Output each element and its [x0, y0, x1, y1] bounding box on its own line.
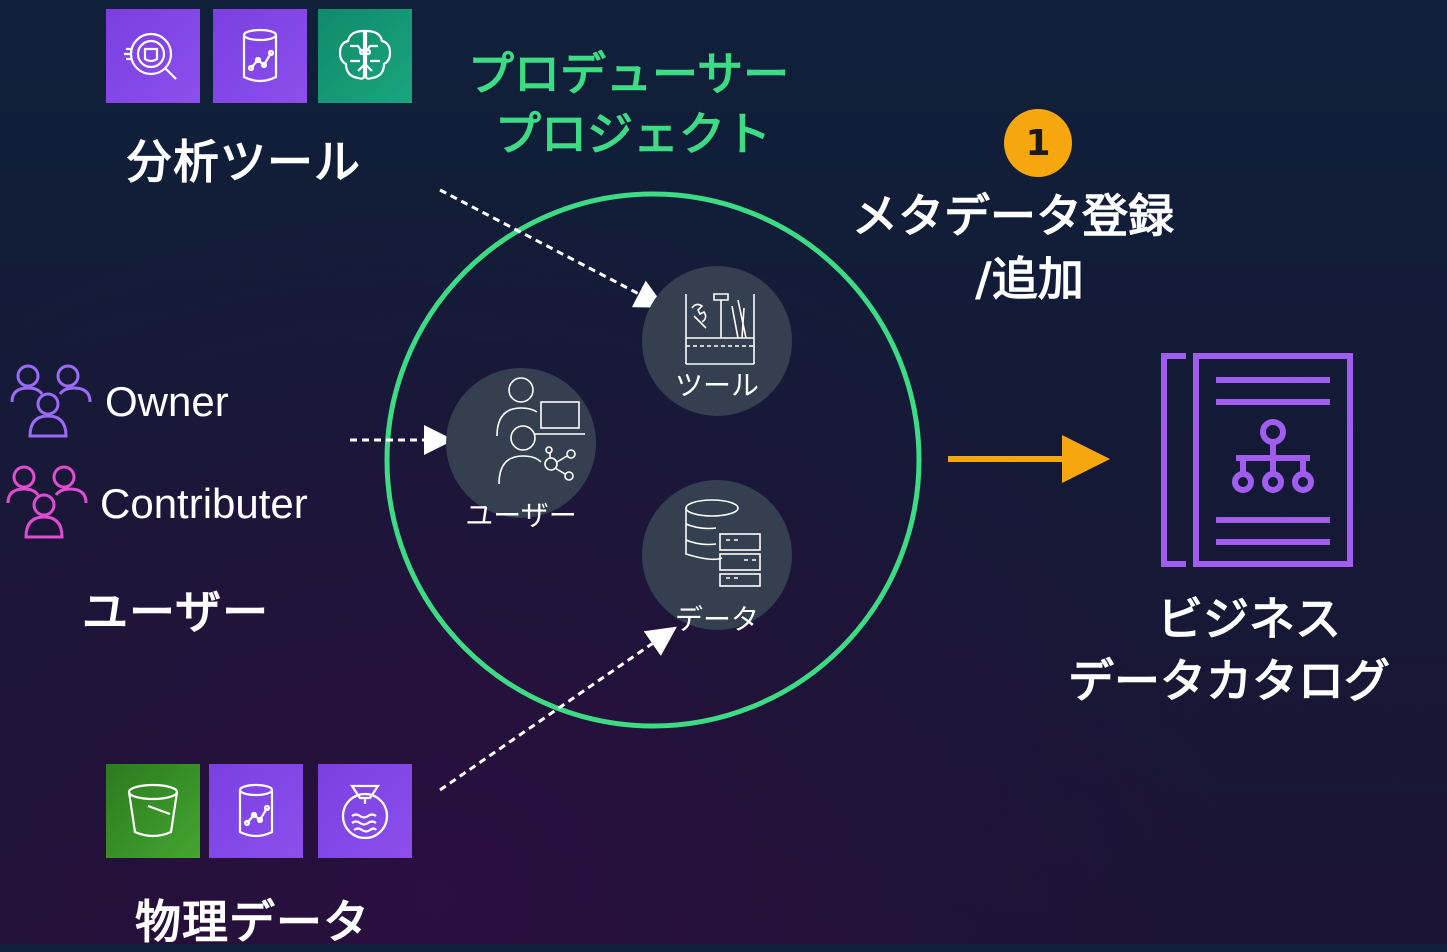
owner-group-icon	[10, 364, 92, 438]
step-label-line1: メタデータ登録	[852, 189, 1174, 243]
data-node-label: データ	[674, 603, 759, 636]
contributer-group-icon	[6, 465, 88, 539]
users-laptop-icon	[496, 377, 585, 485]
data-lake-icon	[318, 764, 412, 858]
users-label: ユーザー	[82, 585, 270, 639]
tools-node-label: ツール	[674, 369, 759, 402]
step-number: 1	[1025, 122, 1051, 164]
tools-node: ツール	[642, 266, 792, 416]
database-server-icon	[685, 499, 761, 587]
role-owner: Owner	[105, 378, 229, 425]
users-node-label: ユーザー	[465, 499, 577, 532]
analysis-tools-label: 分析ツール	[126, 135, 361, 189]
physical-data-label: 物理データ	[135, 895, 370, 949]
users-node: ユーザー	[446, 368, 596, 532]
data-catalog-icon	[1161, 353, 1353, 567]
catalog-label-line1: ビジネス	[1157, 592, 1341, 646]
project-title-line1: プロデューサー	[468, 47, 790, 101]
project-title-line2: プロジェクト	[495, 107, 771, 161]
database-analytics-icon	[213, 9, 307, 103]
database-analytics-icon	[209, 764, 303, 858]
catalog-label-line2: データカタログ	[1068, 654, 1390, 708]
data-node: データ	[642, 480, 792, 636]
step-label-line2: /追加	[975, 252, 1084, 306]
data-arrow	[439, 626, 677, 792]
tools-arrow	[439, 188, 666, 308]
lake-formation-icon	[106, 9, 200, 103]
toolbox-icon	[685, 293, 755, 365]
step-badge: 1	[1004, 109, 1072, 177]
role-contributer: Contributer	[100, 480, 308, 527]
machine-learning-brain-icon	[318, 9, 412, 103]
project-boundary-circle	[384, 191, 922, 729]
s3-bucket-icon	[106, 764, 200, 858]
